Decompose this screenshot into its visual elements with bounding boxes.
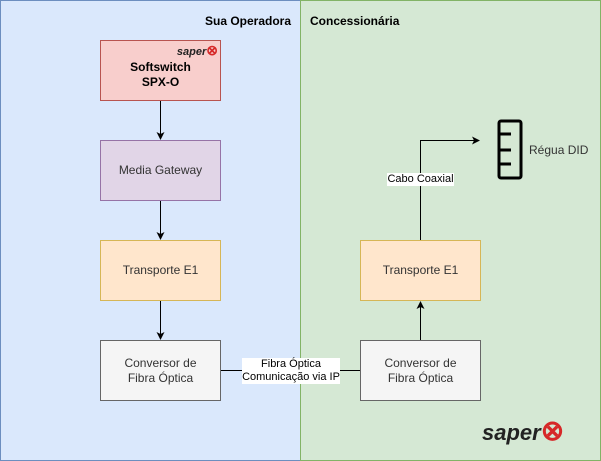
saper-logo-small: saper⊗ <box>177 43 218 60</box>
node-conversor-right[interactable]: Conversor de Fibra Óptica <box>360 340 481 401</box>
node-softswitch[interactable]: saper⊗ Softswitch SPX-O <box>100 40 221 101</box>
node-transporte-e1-left[interactable]: Transporte E1 <box>100 240 221 301</box>
saper-logo-large: saper⊗ <box>482 414 564 447</box>
saper-x-large-icon: ⊗ <box>540 415 565 446</box>
softswitch-line1: Softswitch <box>130 59 191 74</box>
node-media-gateway[interactable]: Media Gateway <box>100 140 221 201</box>
saper-logo-small-text: saper <box>176 46 207 58</box>
fibra-label-line1: Fibra Óptica <box>261 358 321 370</box>
edge-label-cabo-coaxial: Cabo Coaxial <box>387 173 454 186</box>
node-transporte-e1-right[interactable]: Transporte E1 <box>360 240 481 301</box>
zone-title-concessionaria: Concessionária <box>310 14 400 28</box>
zone-title-sua-operadora: Sua Operadora <box>205 14 292 28</box>
edge-cabo-coaxial <box>420 136 480 240</box>
fibra-label-line2: Comunicação via IP <box>242 371 340 383</box>
conversor-left-line1: Conversor de <box>124 355 197 370</box>
node-conversor-left[interactable]: Conversor de Fibra Óptica <box>100 340 221 401</box>
regua-did-label: Régua DID <box>529 143 589 157</box>
saper-logo-large-text: saper <box>482 420 541 445</box>
conversor-right-line2: Fibra Óptica <box>387 370 454 385</box>
edge-label-fibra: Fibra Óptica Comunicação via IP <box>242 358 340 384</box>
conversor-right-line1: Conversor de <box>384 355 457 370</box>
softswitch-line2: SPX-O <box>141 74 180 89</box>
conversor-left-line2: Fibra Óptica <box>127 370 194 385</box>
saper-x-icon: ⊗ <box>206 42 218 58</box>
regua-did-icon <box>497 119 523 180</box>
